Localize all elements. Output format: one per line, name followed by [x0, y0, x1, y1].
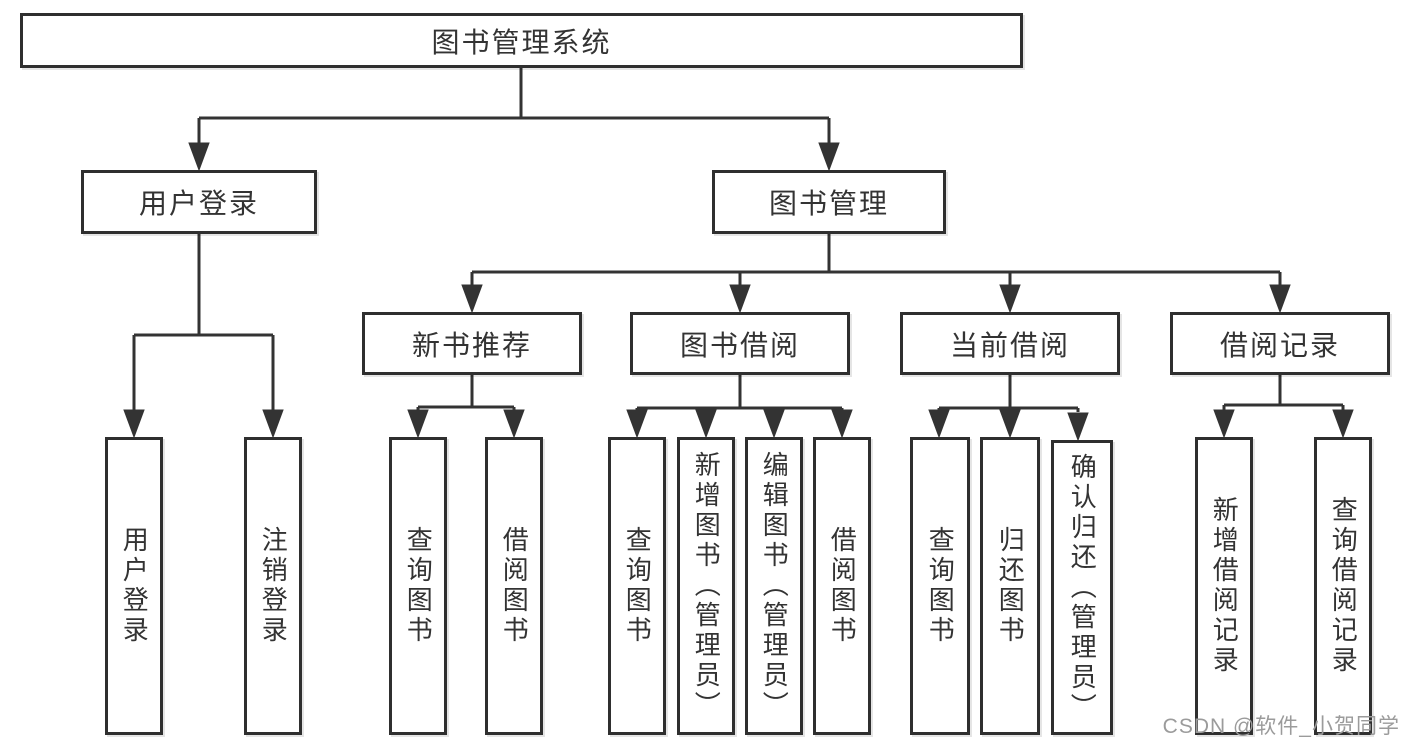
leaf-label: 编辑图书（管理员） [759, 451, 790, 721]
node-label: 新书推荐 [411, 329, 532, 361]
leaf-add-borrow-record: 新增借阅记录 [1195, 437, 1253, 735]
node-book-borrow: 图书借阅 [630, 312, 850, 375]
leaf-label: 注销登录 [258, 526, 289, 646]
arrowhead [407, 409, 429, 439]
arrowhead [123, 409, 145, 439]
leaf-label: 查询图书 [622, 526, 653, 646]
csdn-watermark: CSDN @软件_小贺同学 [1162, 715, 1400, 738]
leaf-label: 查询图书 [403, 526, 434, 646]
arrowhead [1213, 409, 1235, 439]
leaf-logout: 注销登录 [244, 437, 302, 735]
leaf-user-login: 用户登录 [105, 437, 163, 735]
arrowhead [999, 284, 1021, 314]
node-label: 图书管理系统 [431, 26, 612, 58]
arrowhead [763, 409, 785, 439]
arrowhead [626, 409, 648, 439]
node-label: 用户登录 [138, 188, 259, 219]
node-label: 图书借阅 [679, 329, 800, 361]
leaf-confirm-return-admin: 确认归还（管理员） [1051, 440, 1113, 735]
leaf-label: 用户登录 [119, 526, 150, 646]
leaf-add-book-admin: 新增图书（管理员） [677, 437, 735, 735]
leaf-query-books-newrec: 查询图书 [389, 437, 447, 735]
connector-book-mgmt-group [461, 234, 1291, 314]
leaf-label: 确认归还（管理员） [1067, 452, 1098, 723]
arrowhead [695, 409, 717, 439]
arrowhead [1332, 409, 1354, 439]
arrowhead [461, 284, 483, 314]
leaf-label: 借阅图书 [827, 526, 858, 646]
node-label: 图书管理 [768, 188, 889, 219]
connector-user-login-group [123, 234, 284, 439]
connector-current-group [928, 375, 1089, 442]
arrowhead [503, 409, 525, 439]
leaf-edit-book-admin: 编辑图书（管理员） [745, 437, 803, 735]
arrowhead [1269, 284, 1291, 314]
leaf-label: 新增借阅记录 [1209, 496, 1240, 676]
node-new-book-recommend: 新书推荐 [362, 312, 582, 375]
leaf-query-books-borrow: 查询图书 [608, 437, 666, 735]
leaf-label: 查询借阅记录 [1328, 496, 1359, 676]
node-label: 借阅记录 [1219, 329, 1340, 361]
leaf-label: 查询图书 [925, 526, 956, 646]
connector-root-to-level2 [188, 68, 840, 172]
node-library-system: 图书管理系统 [20, 13, 1023, 68]
connector-borrow-group [626, 375, 853, 439]
node-borrow-record: 借阅记录 [1170, 312, 1390, 375]
node-current-borrow: 当前借阅 [900, 312, 1120, 375]
arrowhead [1067, 412, 1089, 442]
arrowhead [818, 142, 840, 172]
arrowhead [999, 409, 1021, 439]
connector-new-rec-group [407, 375, 525, 439]
node-label: 当前借阅 [949, 329, 1070, 361]
leaf-label: 新增图书（管理员） [691, 451, 722, 721]
arrowhead [262, 409, 284, 439]
arrowhead [928, 409, 950, 439]
arrowhead [729, 284, 751, 314]
connector-record-group [1213, 375, 1354, 439]
arrowhead [188, 142, 210, 172]
leaf-borrow-books-newrec: 借阅图书 [485, 437, 543, 735]
leaf-return-book: 归还图书 [980, 437, 1040, 735]
leaf-label: 归还图书 [995, 526, 1026, 646]
leaf-query-borrow-record: 查询借阅记录 [1314, 437, 1372, 735]
leaf-label: 借阅图书 [499, 526, 530, 646]
leaf-query-books-current: 查询图书 [910, 437, 970, 735]
node-user-login: 用户登录 [81, 170, 317, 234]
leaf-borrow-books-borrow: 借阅图书 [813, 437, 871, 735]
node-book-management: 图书管理 [712, 170, 946, 234]
arrowhead [831, 409, 853, 439]
